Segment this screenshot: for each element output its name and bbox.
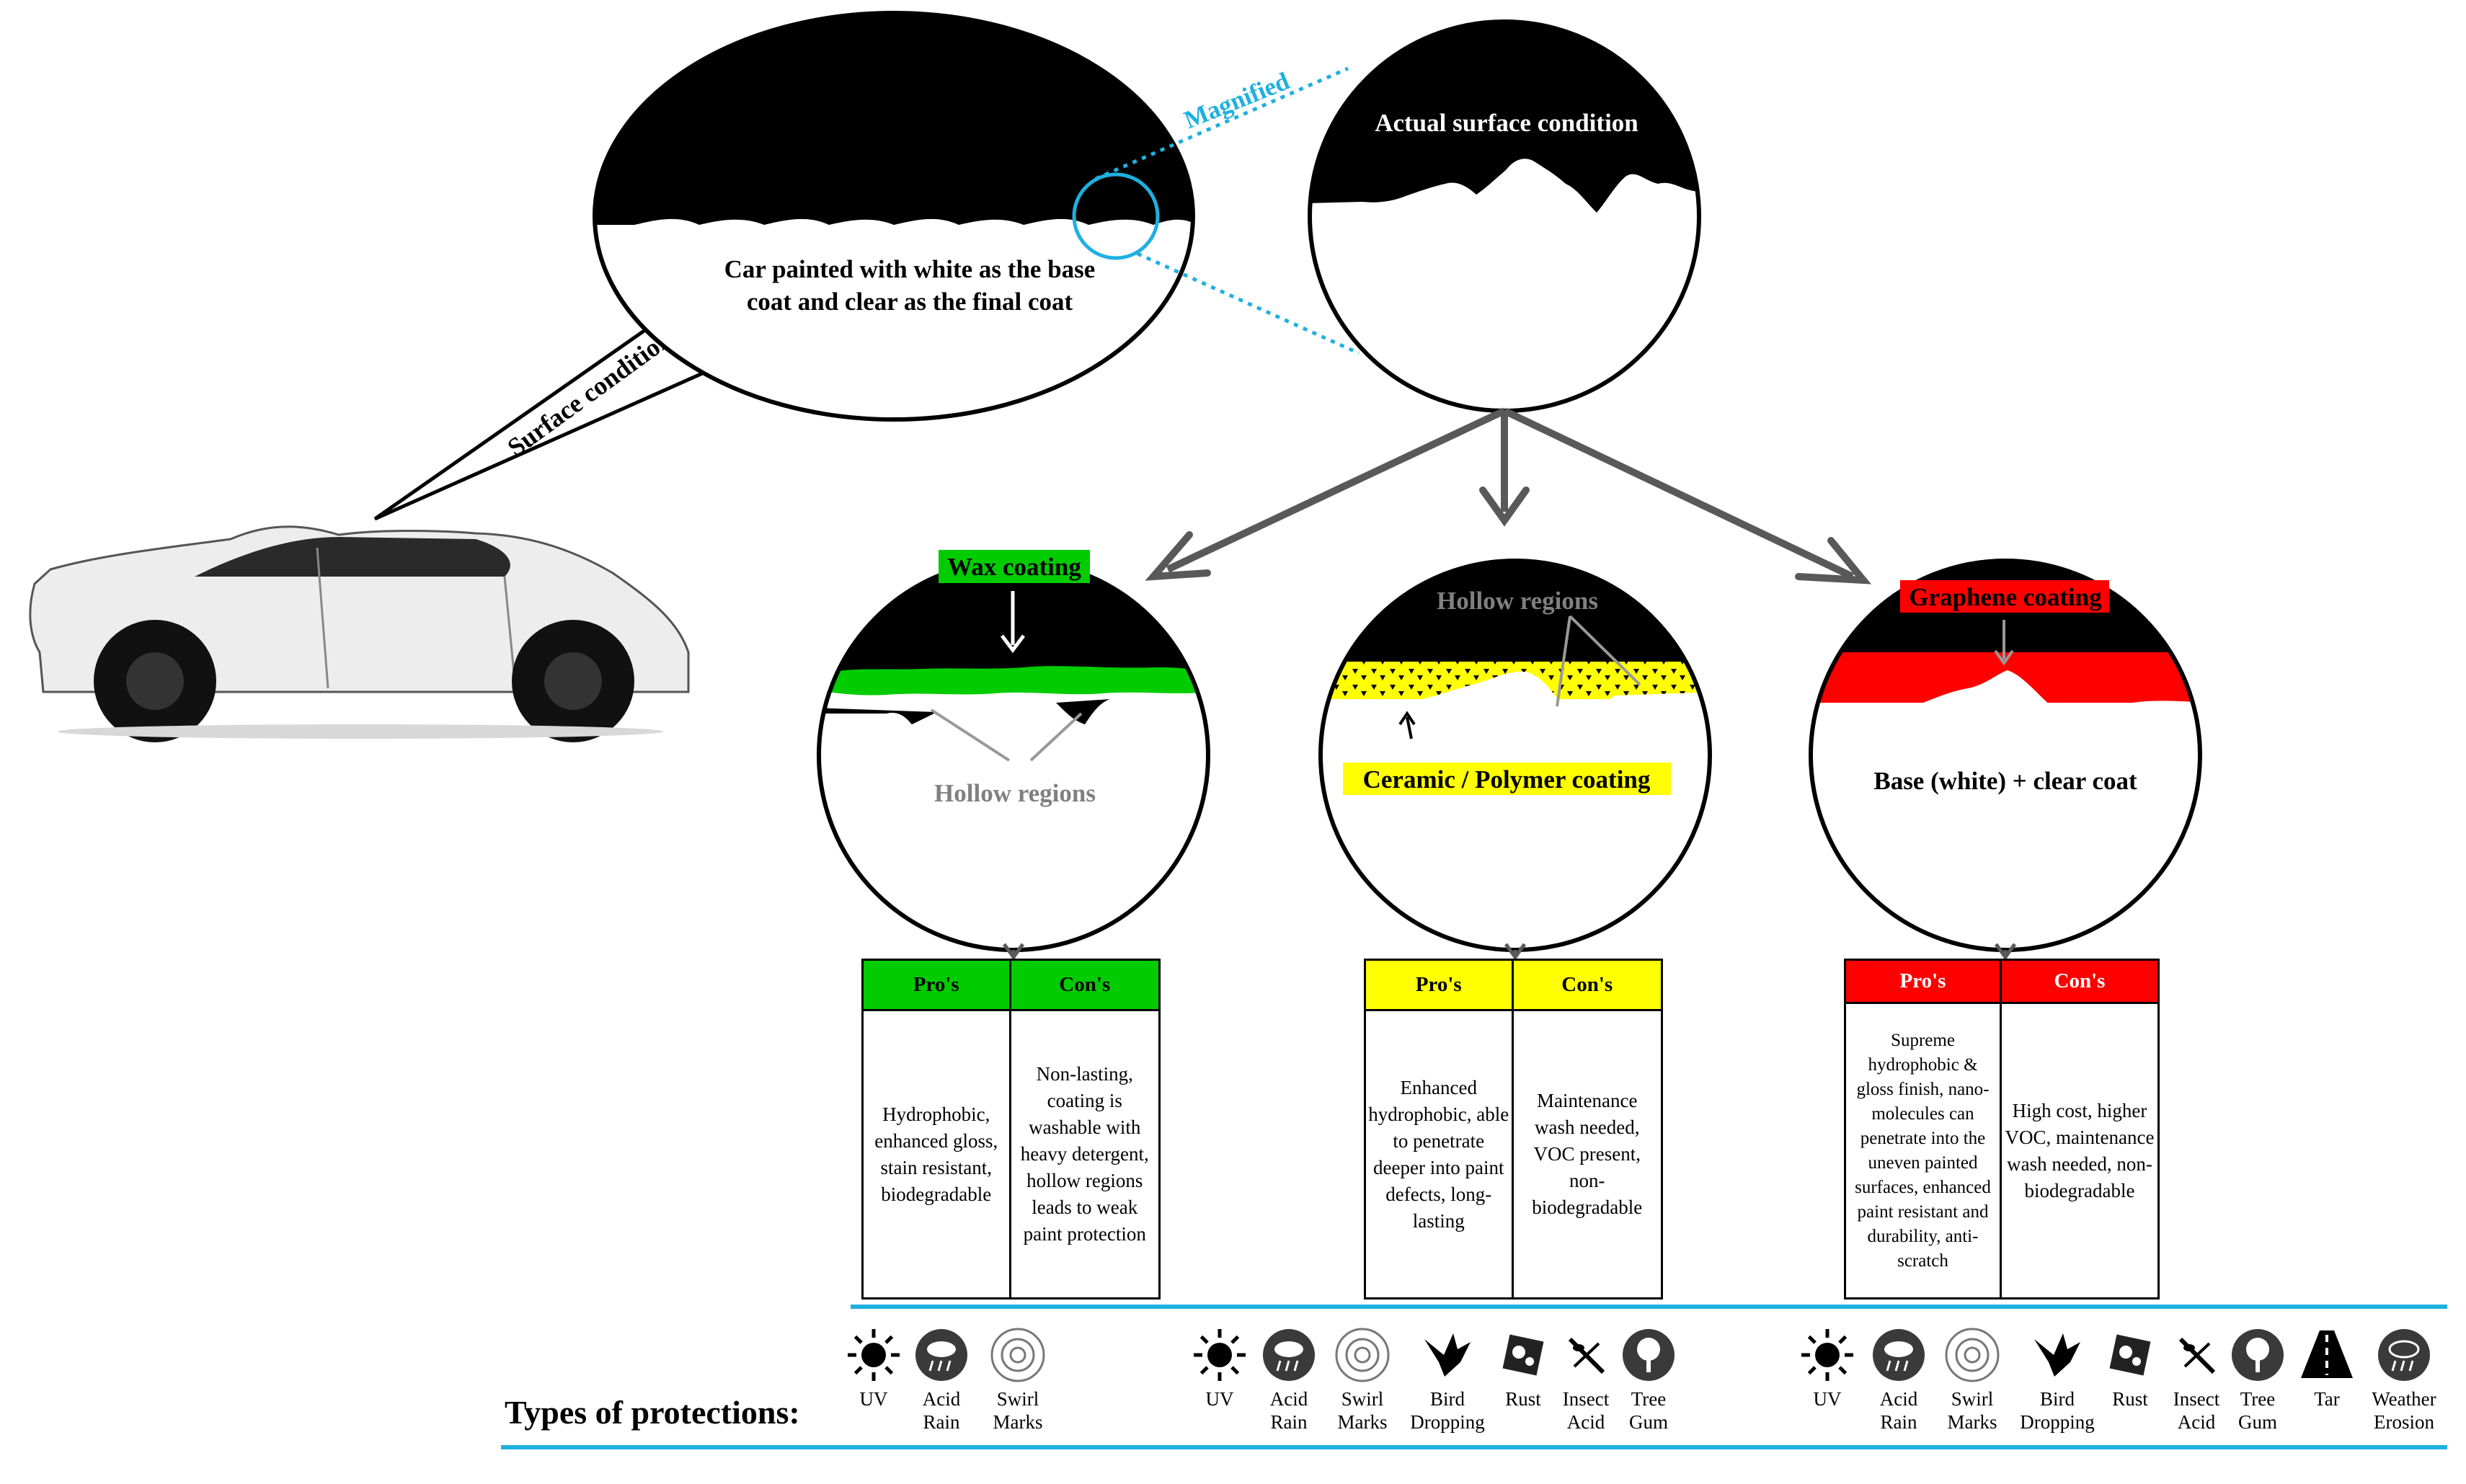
protection-label: Marks <box>993 1411 1043 1433</box>
insect-icon <box>1568 1337 1605 1374</box>
car-painted-label-line2: coat and clear as the final coat <box>747 288 1073 316</box>
ceramic-pros-cons-table: Pro's Con's Enhanced hydrophobic, able t… <box>1364 959 1663 1299</box>
protection-label: Bird <box>1430 1388 1465 1410</box>
protection-label: Tar <box>2314 1388 2340 1410</box>
sun-icon <box>1194 1329 1246 1381</box>
swirl-marks-icon <box>990 1328 1045 1382</box>
protection-label: UV <box>1814 1388 1842 1410</box>
sun-icon <box>848 1329 900 1381</box>
graphene-cons-header: Con's <box>2002 961 2157 1004</box>
protection-label: Acid <box>1880 1388 1918 1410</box>
graphene-cons-text: High cost, higher VOC, maintenance wash … <box>2005 1099 2155 1201</box>
graphene-pros-header: Pro's <box>1846 961 2002 1004</box>
insect-icon <box>2178 1337 2216 1374</box>
wax-hollow-label: Hollow regions <box>934 779 1096 807</box>
protection-label: Gum <box>2238 1411 2277 1433</box>
protection-label: Acid <box>2178 1411 2216 1433</box>
protection-label: Swirl <box>1341 1388 1384 1410</box>
ceramic-coating-label: Ceramic / Polymer coating <box>1363 765 1651 794</box>
graphene-label-highlight <box>1900 580 2109 613</box>
protection-label: Acid <box>923 1388 961 1410</box>
acid-rain-icon <box>915 1329 967 1381</box>
ceramic-hollow-label: Hollow regions <box>1437 587 1598 615</box>
graphene-pros-cons-table: Pro's Con's Supreme hydrophobic & gloss … <box>1844 959 2160 1299</box>
car-painted-label-line1: Car painted with white as the base <box>724 255 1096 283</box>
protection-label: Insect <box>2173 1388 2220 1410</box>
magnified-label: Magnified <box>1180 66 1294 134</box>
protection-label: Rust <box>1505 1388 1541 1410</box>
protection-label: Rain <box>1881 1411 1917 1433</box>
road-icon <box>2301 1330 2353 1378</box>
ceramic-pros-header: Pro's <box>1366 961 1514 1011</box>
protection-label: UV <box>1206 1388 1234 1410</box>
protection-label: Rain <box>1271 1411 1308 1433</box>
car-paint-ellipse <box>593 11 1195 422</box>
ceramic-cons-header: Con's <box>1513 961 1661 1011</box>
base-clear-label: Base (white) + clear coat <box>1873 767 2137 795</box>
wax-cons-header: Con's <box>1011 961 1158 1011</box>
weather-icon <box>2378 1329 2430 1381</box>
wax-pros-text: Hydrophobic, enhanced gloss, stain resis… <box>864 1011 1011 1297</box>
protection-label: Tree <box>2240 1388 2276 1410</box>
graphene-coating-label: Graphene coating <box>1909 583 2102 611</box>
protection-label: Rust <box>2112 1388 2148 1410</box>
graphene-pros-text: Supreme hydrophobic & gloss finish, nano… <box>1846 1004 2002 1297</box>
wax-pros-cons-table: Pro's Con's Hydrophobic, enhanced gloss,… <box>861 959 1161 1299</box>
wax-coating-label: Wax coating <box>947 553 1081 581</box>
tree-icon <box>2232 1329 2284 1381</box>
table-connector-arrows <box>1002 943 2017 961</box>
swirl-marks-icon <box>1945 1328 2000 1382</box>
protection-label: Acid <box>1270 1388 1308 1410</box>
bird-icon <box>2034 1333 2080 1377</box>
magnify-circle <box>1072 172 1160 260</box>
protection-label: UV <box>860 1388 888 1410</box>
wax-pros-header: Pro's <box>864 961 1011 1011</box>
protection-label: Rain <box>923 1411 960 1433</box>
protection-label: Weather <box>2372 1388 2436 1410</box>
types-of-protections-label: Types of protections: <box>505 1394 800 1431</box>
ceramic-pros-text: Enhanced hydrophobic, able to penetrate … <box>1366 1011 1514 1297</box>
protection-label: Bird <box>2040 1388 2075 1410</box>
wax-label-highlight <box>939 550 1090 583</box>
protection-label: Marks <box>1948 1411 1997 1433</box>
protection-label: Swirl <box>1951 1388 1994 1410</box>
rust-icon <box>1502 1334 1544 1376</box>
car-illustration <box>29 525 690 742</box>
branch-arrows <box>1145 407 1872 585</box>
protection-label: Dropping <box>2020 1411 2095 1433</box>
acid-rain-icon <box>1263 1329 1315 1381</box>
protection-label: Acid <box>1567 1411 1605 1433</box>
wax-cons-text: Non-lasting, coating is washable with he… <box>1020 1063 1149 1245</box>
protection-label: Insect <box>1563 1388 1610 1410</box>
bird-icon <box>1424 1333 1471 1377</box>
sun-icon <box>1801 1329 1853 1381</box>
ceramic-cons-text: Maintenance wash needed, VOC present, no… <box>1532 1090 1643 1218</box>
protection-label: Marks <box>1338 1411 1388 1433</box>
rust-icon <box>2109 1334 2151 1376</box>
car-windows <box>195 537 510 577</box>
protection-label: Dropping <box>1410 1411 1485 1433</box>
tree-icon <box>1623 1329 1675 1381</box>
protection-label: Swirl <box>997 1388 1039 1410</box>
protection-label: Erosion <box>2374 1411 2434 1433</box>
acid-rain-icon <box>1873 1329 1925 1381</box>
protection-label: Tree <box>1631 1388 1667 1410</box>
protection-label: Gum <box>1629 1411 1668 1433</box>
actual-surface-label: Actual surface condition <box>1375 109 1638 137</box>
ceramic-label-highlight <box>1343 763 1671 795</box>
swirl-marks-icon <box>1335 1328 1390 1382</box>
